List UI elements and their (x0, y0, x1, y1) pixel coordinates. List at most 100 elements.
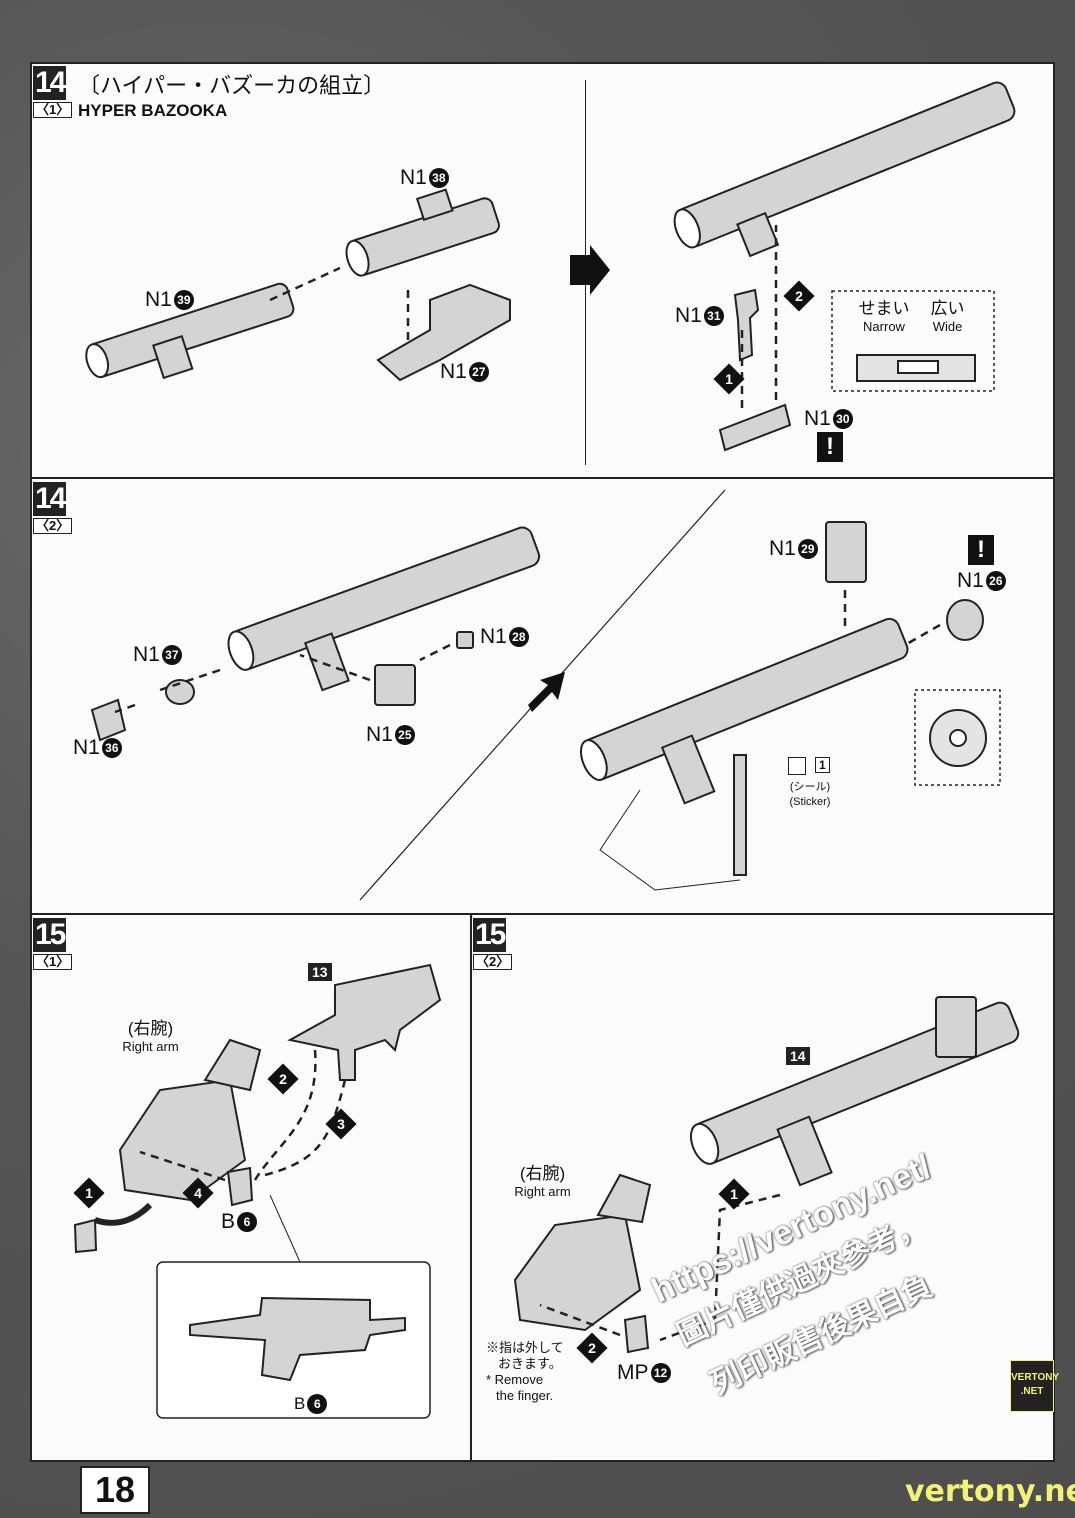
order-4-icon: 4 (182, 1177, 214, 1209)
part-drawing-bazooka-14-2-result (579, 617, 909, 805)
part-number: 6 (237, 1212, 258, 1232)
part-number: 25 (394, 725, 415, 745)
order-1-icon: 1 (718, 1178, 750, 1210)
runner-code: N1 (366, 723, 393, 746)
part-drawing-n1-36 (90, 698, 127, 742)
reference-step-14: 14 (786, 1047, 810, 1065)
step-number: 14 (33, 482, 66, 516)
part-number: 30 (832, 409, 853, 429)
part-drawing-n1-27 (376, 283, 511, 382)
sticker-number: 1 (815, 757, 830, 773)
part-drawing-beam-rifle (287, 963, 442, 1081)
right-arm-jp: (右腕) (519, 1164, 566, 1183)
part-drawing-bazooka-14-2 (227, 526, 541, 692)
part-number: 27 (468, 362, 489, 382)
note-jp-line2: おきます。 (498, 1356, 562, 1371)
right-arm-label: (右腕)Right arm (108, 1020, 193, 1056)
part-drawing-n1-38 (345, 188, 500, 277)
part-number: 6 (307, 1394, 328, 1414)
badge-bottom: .NET (1020, 1386, 1044, 1397)
part-drawing-bazooka-assembled (673, 81, 1016, 258)
part-number: 39 (173, 290, 194, 310)
sticker-jp: (シール) (789, 781, 831, 793)
part-drawing-n1-31 (733, 288, 760, 362)
part-drawing-n1-29 (825, 521, 867, 583)
part-drawing-finger (73, 1218, 98, 1254)
order-number: 1 (85, 1185, 93, 1201)
part-drawing-right-arm (118, 1038, 262, 1202)
wide-jp: 広い (930, 299, 965, 318)
part-number: 31 (703, 306, 724, 326)
note-en-line2: the finger. (496, 1388, 554, 1403)
instruction-sheet (30, 62, 1055, 1462)
part-drawing-right-arm-15-2 (513, 1173, 652, 1332)
part-drawing-n1-30 (718, 403, 792, 452)
runner-code: N1 (73, 736, 100, 759)
narrow-jp: せまい (858, 299, 910, 318)
right-arm-label: (右腕)Right arm (500, 1165, 585, 1201)
badge-top: VERTONY (1011, 1372, 1060, 1383)
step-title-en: HYPER BAZOOKA (78, 101, 228, 120)
order-2-icon: 2 (267, 1063, 299, 1095)
runner-code: N1 (400, 166, 427, 189)
part-drawing-n1-28 (456, 631, 474, 649)
order-1-icon: 1 (713, 363, 745, 395)
sticker-label: (シール)(Sticker) (780, 780, 840, 810)
runner-code: B (221, 1210, 236, 1233)
step-number: 14 (33, 66, 66, 100)
order-1-icon: 1 (73, 1177, 105, 1209)
reference-step-13: 13 (308, 963, 332, 981)
part-number: 28 (508, 627, 529, 647)
part-drawing-n1-26 (946, 599, 984, 641)
watermark-badge: VERTONY .NET (1010, 1360, 1060, 1412)
step-number: 15 (33, 918, 66, 952)
caution-icon: ! (817, 432, 843, 462)
runner-code: N1 (675, 304, 702, 327)
order-number: 1 (725, 371, 733, 387)
flow-arrow-icon (570, 245, 610, 295)
part-number: 38 (428, 168, 449, 188)
step-number: 15 (473, 918, 506, 952)
runner-code: N1 (145, 288, 172, 311)
order-number: 2 (588, 1340, 596, 1356)
substep-number: 〈2〉 (473, 954, 513, 970)
runner-code: MP (617, 1361, 649, 1384)
part-number: 26 (985, 571, 1006, 591)
step-title-jp: 〔ハイパー・バズーカの組立〕 (78, 73, 386, 98)
page-number: 18 (80, 1466, 150, 1514)
right-arm-en: Right arm (514, 1184, 571, 1199)
part-drawing-n1-39 (85, 282, 295, 380)
flow-arrow-icon (528, 672, 565, 712)
order-number: 2 (795, 288, 803, 304)
substep-number: 〈1〉 (33, 954, 73, 970)
sticker-icon (788, 757, 806, 775)
part-drawing-n1-25 (374, 664, 416, 706)
part-number: 37 (161, 645, 182, 665)
wide-en: Wide (932, 319, 963, 334)
right-arm-en: Right arm (122, 1039, 179, 1054)
order-number: 3 (337, 1116, 345, 1132)
caution-icon: ! (968, 535, 994, 565)
runner-code: N1 (957, 569, 984, 592)
part-number: 29 (797, 539, 818, 559)
order-2-icon: 2 (783, 280, 815, 312)
runner-code: N1 (133, 643, 160, 666)
narrow-en: Narrow (863, 319, 905, 334)
substep-number: 〈1〉 (33, 102, 73, 118)
divider (470, 913, 472, 1462)
part-number: 36 (101, 738, 122, 758)
